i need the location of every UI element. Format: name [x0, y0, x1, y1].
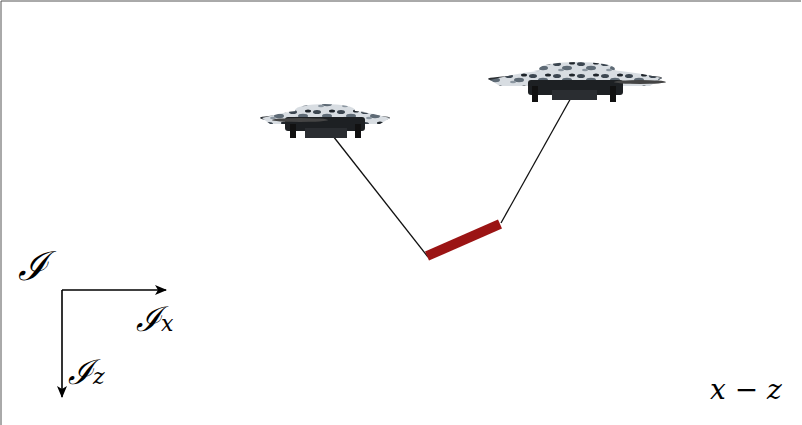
- x-axis-arrow: [62, 289, 166, 291]
- rod-payload: [427, 224, 500, 256]
- z-axis-arrow: [61, 290, 63, 397]
- frame-symbol: ℐ: [18, 246, 48, 286]
- axis-label: ℐx: [136, 302, 173, 336]
- quadrotor: [260, 104, 390, 138]
- cable: [333, 136, 428, 257]
- plane-label: x − z: [710, 376, 782, 404]
- cable: [501, 96, 572, 223]
- axis-label: ℐz: [68, 355, 105, 389]
- quadrotor: [488, 62, 666, 102]
